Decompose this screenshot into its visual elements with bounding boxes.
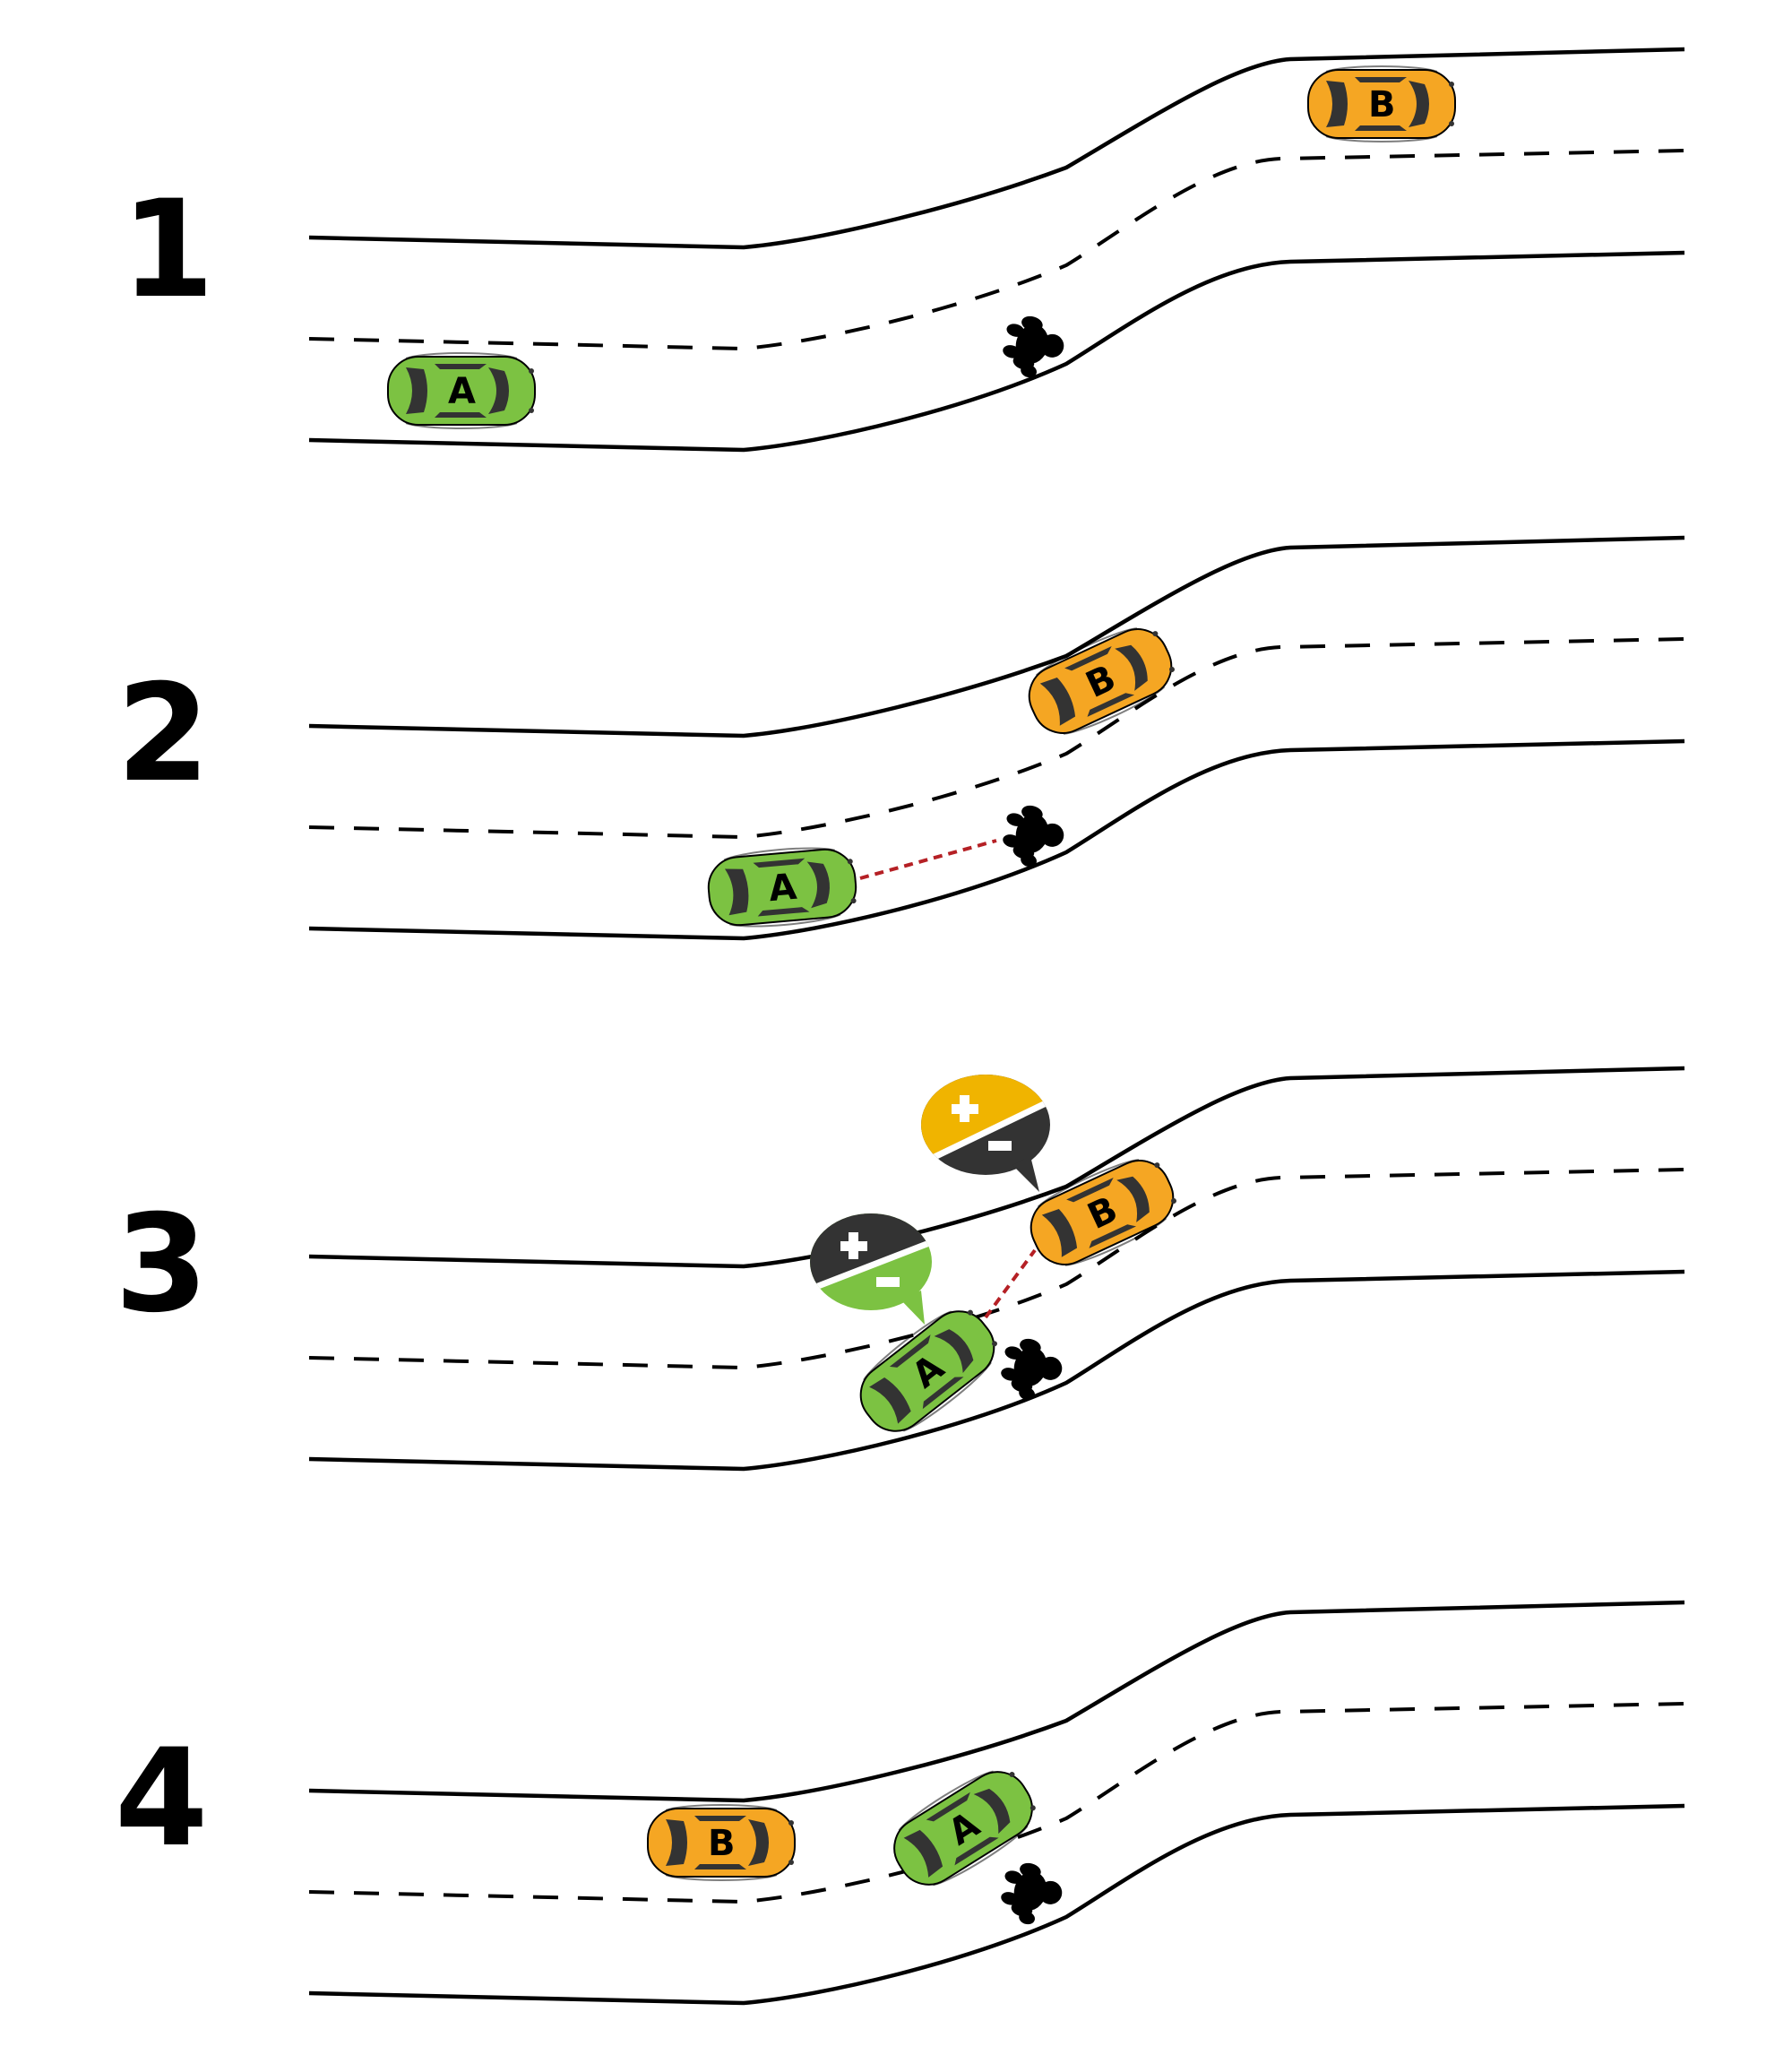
intent-line: [859, 839, 997, 880]
panel-number: 1: [121, 172, 214, 328]
car-label: A: [448, 371, 476, 412]
panel-2: 2 A B: [116, 535, 1685, 941]
minus-icon: [988, 1141, 1012, 1151]
pedestrian-icon: [994, 1333, 1068, 1407]
panel-number: 3: [115, 1187, 208, 1343]
plus-icon: [952, 1095, 978, 1122]
intent-line: [984, 1248, 1037, 1319]
car-a: A: [704, 842, 860, 932]
car-a-speech-bubble: [810, 1213, 932, 1325]
panel-4: 4 B A: [115, 1600, 1685, 2006]
car-label: B: [1368, 84, 1396, 125]
road: [308, 1600, 1685, 2006]
car-a: A: [387, 352, 536, 429]
car-label: B: [708, 1823, 736, 1864]
car-b: B: [1016, 615, 1185, 747]
panel-number: 4: [115, 1721, 208, 1877]
car-a: A: [880, 1756, 1047, 1901]
panel-1: 1 A B: [121, 47, 1685, 453]
car-label: A: [767, 867, 798, 911]
road: [308, 535, 1685, 941]
car-b: B: [1018, 1146, 1186, 1279]
car-b-speech-bubble: [921, 1075, 1050, 1192]
road: [308, 47, 1685, 453]
panel-number: 2: [116, 656, 210, 812]
car-a: A: [845, 1295, 1010, 1447]
plus-icon: [840, 1232, 867, 1259]
panel-3: 3 A B: [115, 1066, 1685, 1472]
car-b: B: [647, 1804, 796, 1881]
pedestrian-icon: [995, 799, 1070, 874]
car-b: B: [1307, 65, 1456, 142]
minus-icon: [876, 1277, 900, 1287]
pedestrian-icon: [995, 310, 1070, 384]
